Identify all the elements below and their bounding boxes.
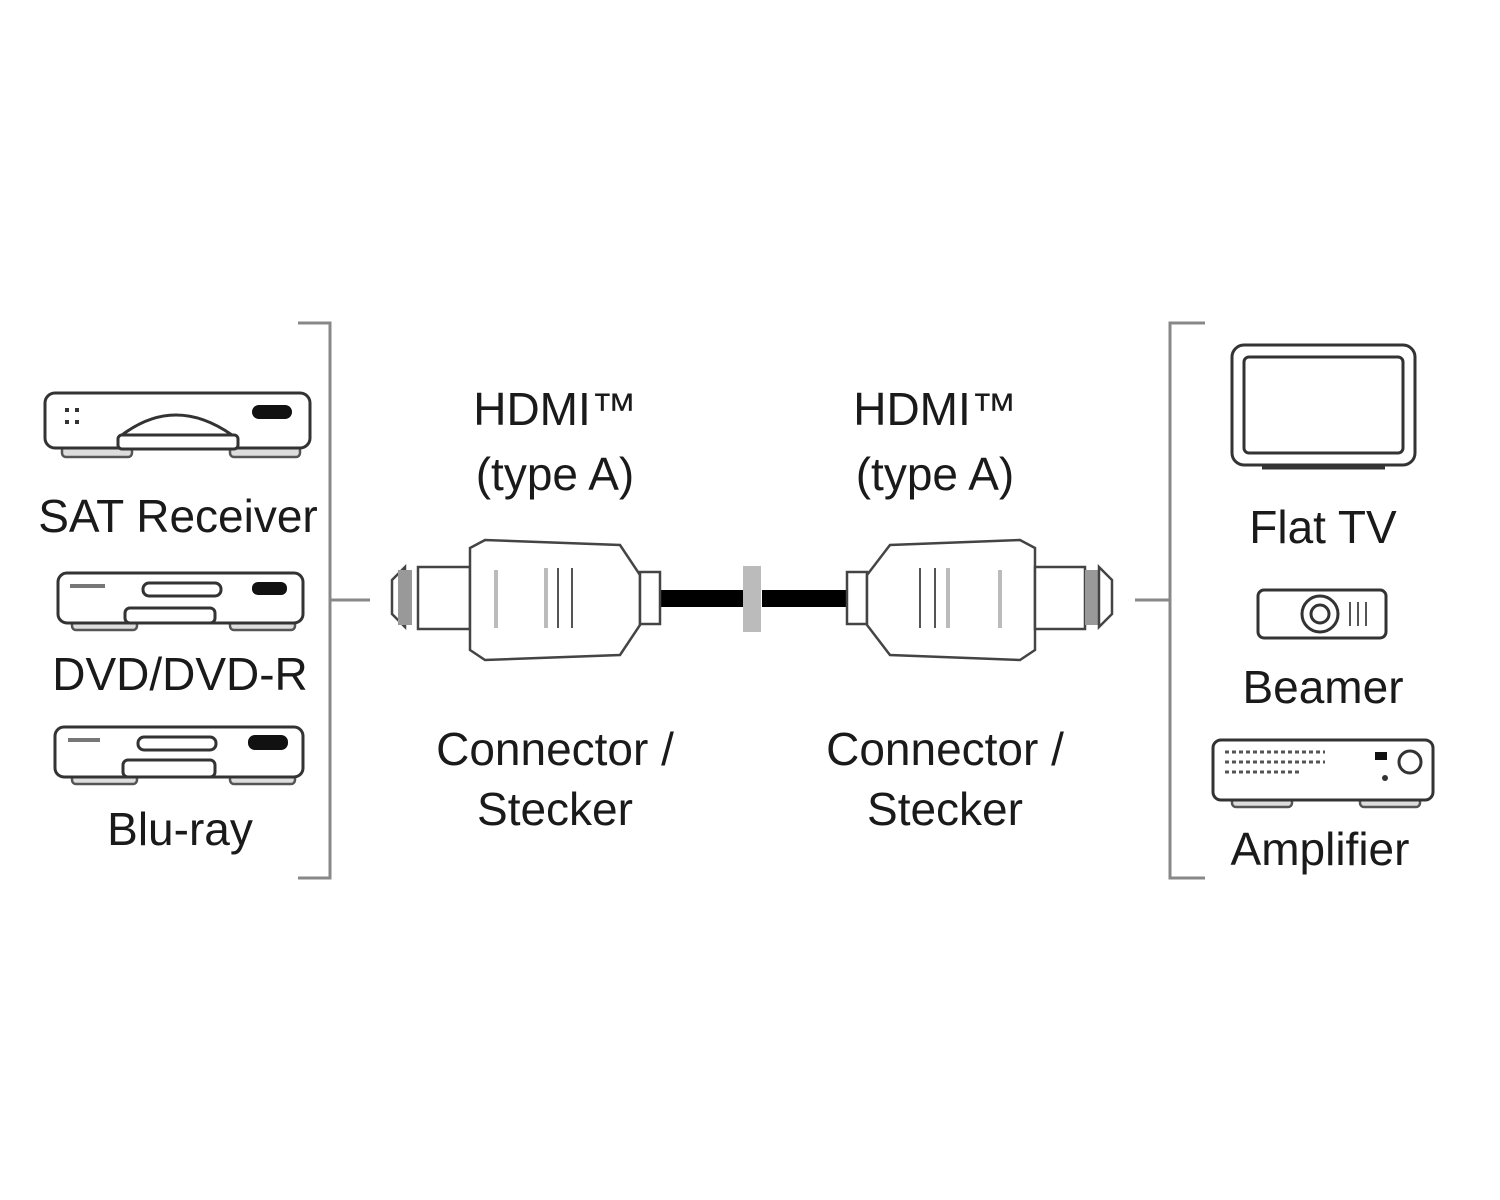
- sat-receiver-icon: [43, 391, 312, 459]
- source-label-sat-receiver: SAT Receiver: [38, 490, 318, 542]
- right-connector-label-2: Stecker: [867, 783, 1023, 835]
- amplifier-icon: [1211, 738, 1435, 809]
- right-connector-type: HDMI™: [853, 383, 1017, 435]
- hdmi-cable: [655, 566, 850, 632]
- target-label-beamer: Beamer: [1242, 661, 1403, 713]
- right-bracket: [1135, 321, 1205, 880]
- right-connector-label-1: Connector /: [826, 723, 1064, 775]
- left-connector-label-1: Connector /: [436, 723, 674, 775]
- target-label-flat-tv: Flat TV: [1249, 501, 1397, 553]
- left-connector-subtype: (type A): [476, 448, 635, 500]
- left-bracket: [298, 321, 370, 880]
- bluray-player-icon: [53, 725, 305, 786]
- projector-icon: [1256, 588, 1388, 640]
- right-hdmi-connector-icon: [845, 538, 1114, 662]
- left-connector-label-2: Stecker: [477, 783, 633, 835]
- target-label-amplifier: Amplifier: [1231, 823, 1410, 875]
- source-label-bluray: Blu-ray: [107, 803, 253, 855]
- left-hdmi-connector-icon: [390, 538, 662, 662]
- source-label-dvd: DVD/DVD-R: [52, 648, 308, 700]
- flat-tv-icon: [1230, 343, 1417, 470]
- right-connector-subtype: (type A): [856, 448, 1015, 500]
- left-connector-type: HDMI™: [473, 383, 637, 435]
- dvd-player-icon: [56, 571, 305, 632]
